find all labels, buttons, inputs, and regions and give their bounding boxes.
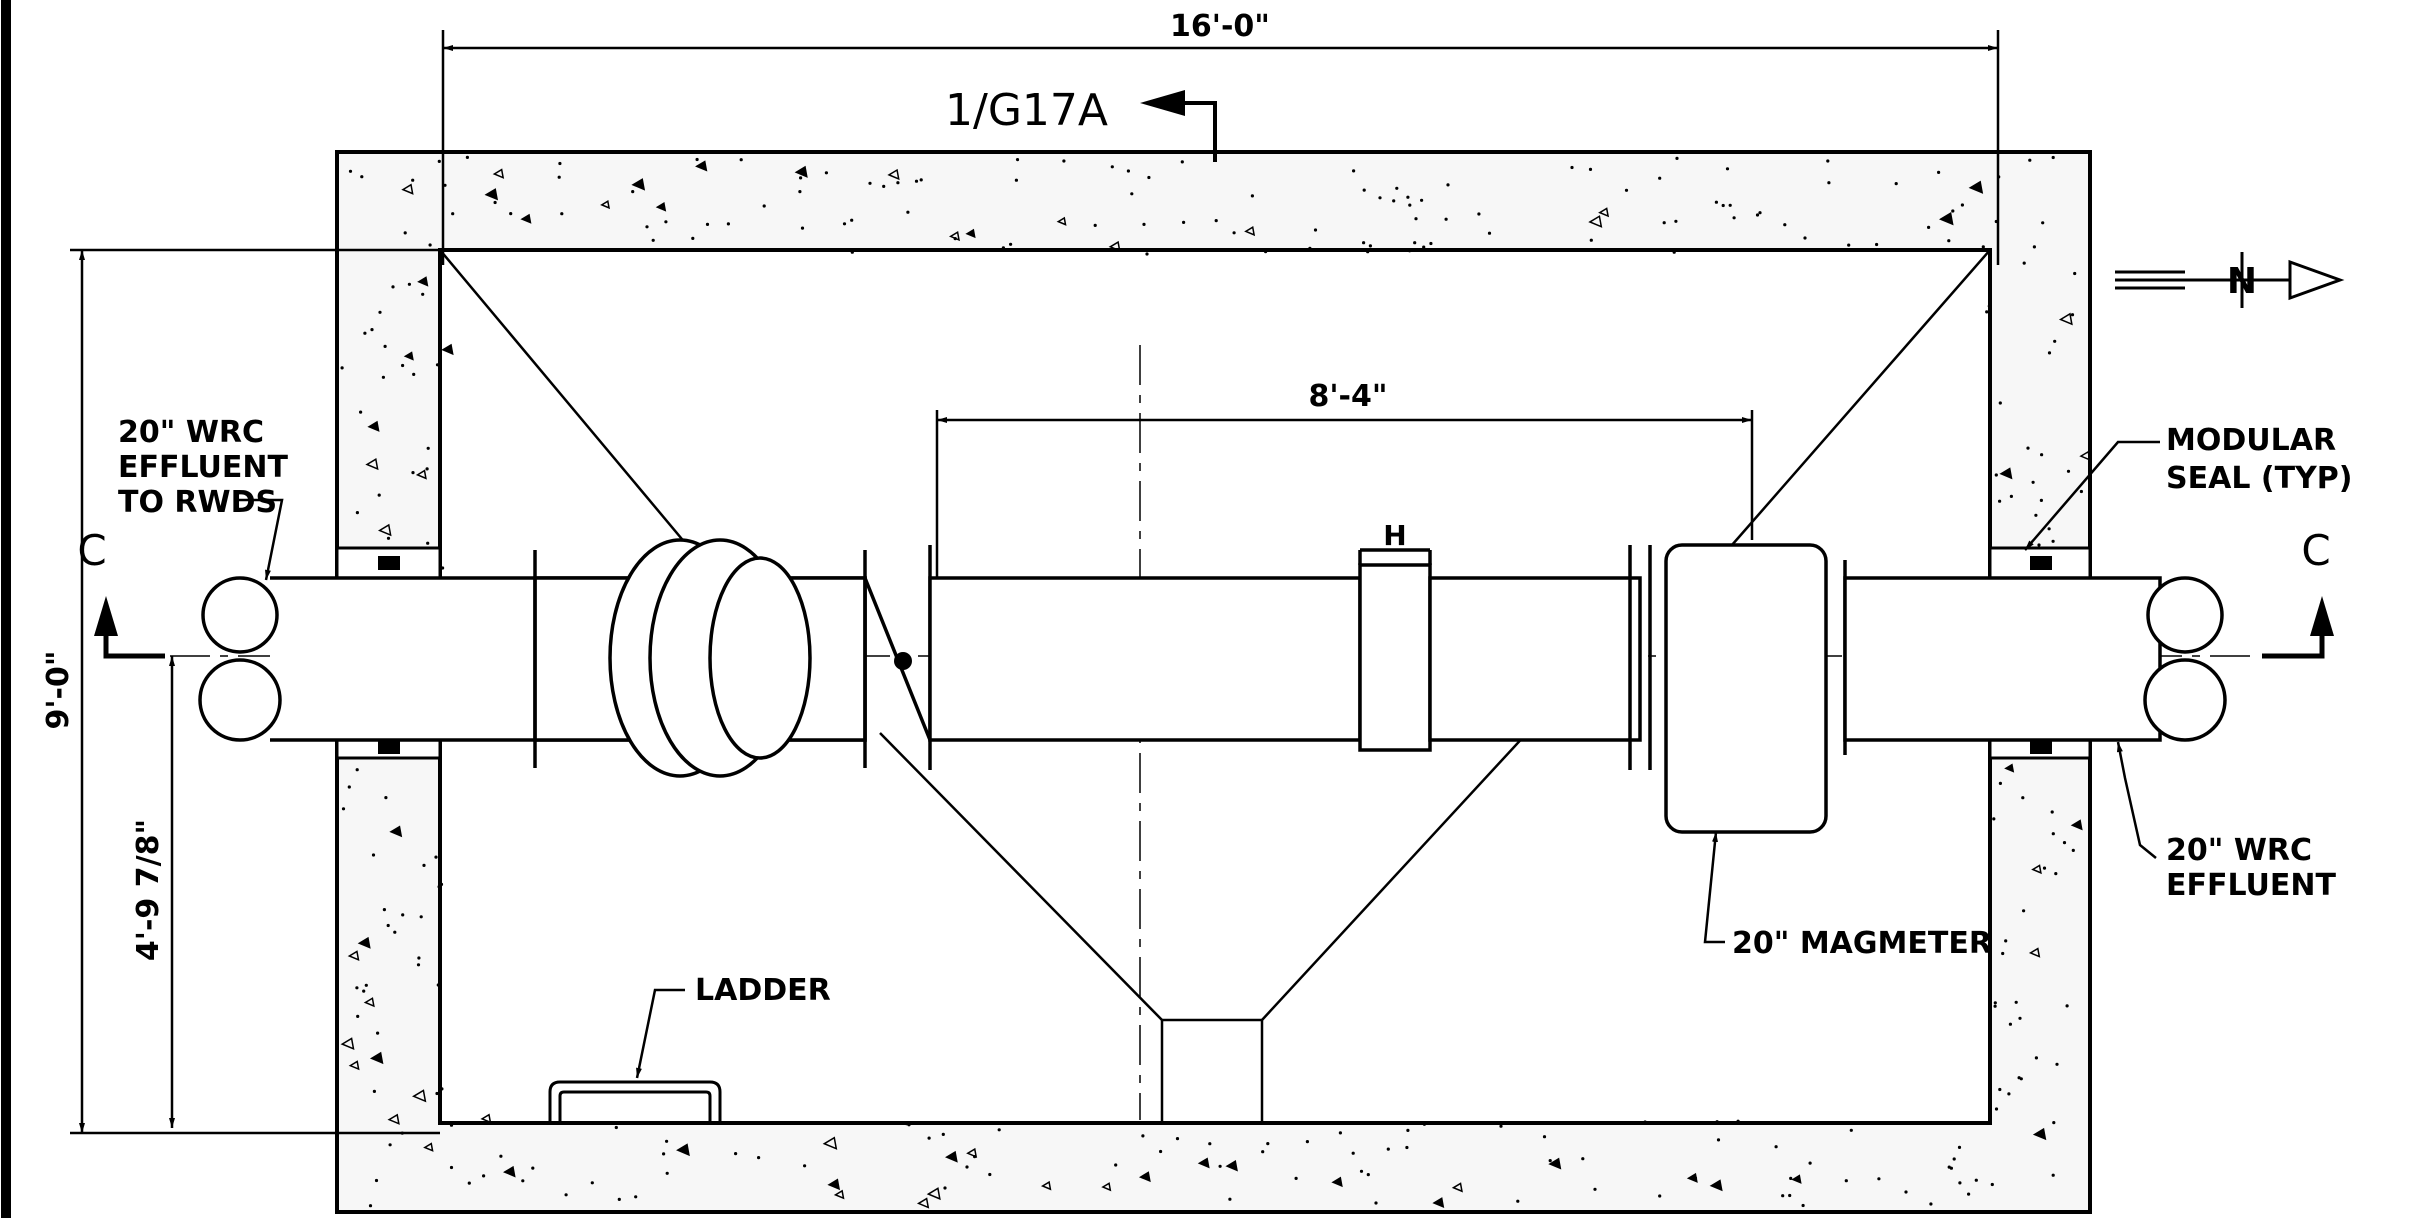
section-cut-left-line (103, 632, 165, 659)
dim-pipe-centerline-label: 4'-9 7/8" (131, 819, 166, 961)
section-reference: 1/G17A (945, 85, 1108, 136)
section-cut-left-arrow (94, 596, 118, 636)
dim-overall-length-label: 16'-0" (1170, 9, 1270, 44)
dim-meter-run (935, 410, 1754, 578)
north-arrow-letter: N (2227, 261, 2257, 302)
seal-callout-leader (2024, 440, 2160, 551)
coupling-tag: H (1383, 519, 1406, 552)
seal-callout-line2: SEAL (TYP) (2166, 461, 2352, 496)
check-valve-pivot (894, 652, 912, 670)
seal-callout-line1: MODULAR (2166, 423, 2336, 458)
dim-vault-width-label: 9'-0" (41, 650, 76, 729)
concrete-wall (335, 150, 2092, 1214)
section-cut-left-label: C (77, 526, 106, 575)
outlet-callout-line2: EFFLUENT (2166, 868, 2336, 903)
modular-seals (378, 556, 2052, 754)
ladder-callout: LADDER (695, 973, 831, 1008)
magmeter-callout: 20" MAGMETER (1732, 926, 1992, 961)
outlet-callout-line1: 20" WRC (2166, 833, 2312, 868)
floor-slope-lines (439, 249, 1991, 1125)
section-cut-right-label: C (2301, 526, 2330, 575)
dim-vault-width (70, 248, 440, 1135)
section-reference-arrow (1140, 90, 1185, 116)
inlet-callout-line1: 20" WRC (118, 415, 264, 450)
dim-overall-length (441, 30, 2000, 265)
section-reference-leader (1185, 101, 1217, 162)
concrete-texture (340, 155, 2091, 1209)
ladder-callout-leader (635, 988, 685, 1079)
dim-meter-run-label: 8'-4" (1308, 379, 1387, 414)
magmeter-callout-leader (1703, 831, 1725, 944)
north-arrow-icon (2115, 252, 2345, 308)
inlet-callout-leader (238, 498, 284, 581)
pipe-run (198, 538, 2227, 834)
section-cut-right-arrow (2310, 596, 2334, 636)
inlet-callout-line3: TO RWDS (118, 485, 277, 520)
section-cut-right-line (2262, 632, 2325, 659)
ladder (548, 1080, 722, 1123)
inlet-callout-line2: EFFLUENT (118, 450, 288, 485)
outlet-callout-leader (2116, 741, 2157, 859)
